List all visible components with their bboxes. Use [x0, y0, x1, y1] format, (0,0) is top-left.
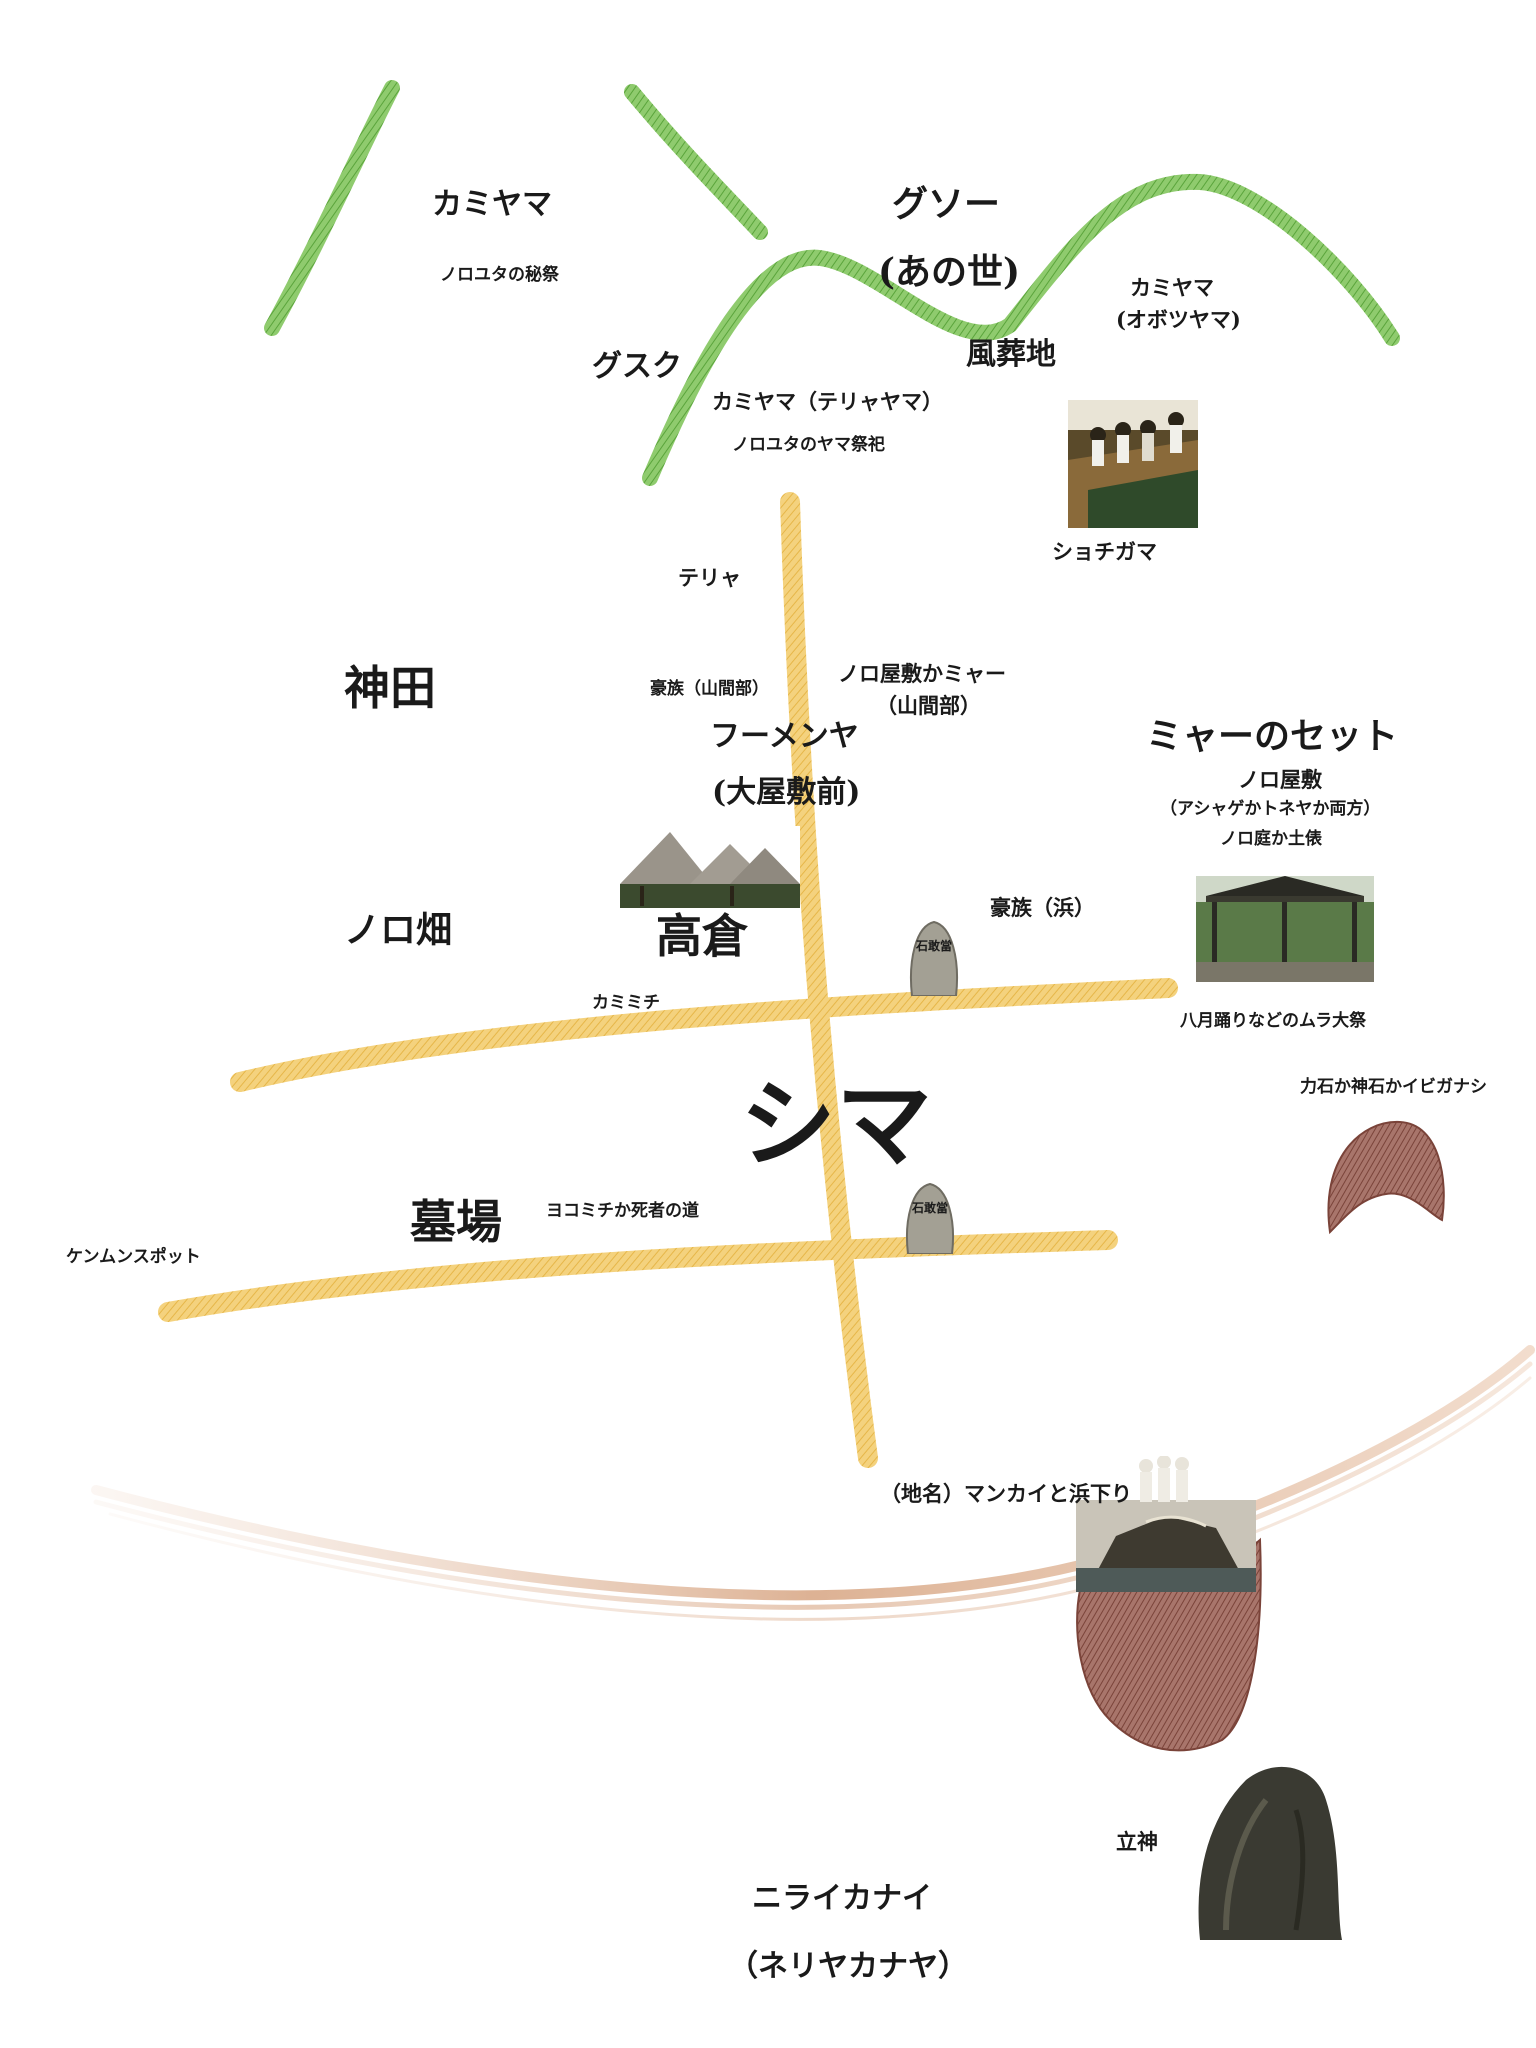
ishigandang-stone: 石敢當	[904, 1182, 956, 1254]
label-takakura: 高倉	[656, 909, 748, 963]
label-oyashiki-mae: (大屋敷前)	[712, 775, 861, 810]
label-sankanbu: （山間部）	[876, 693, 981, 718]
shoreline	[91, 1345, 1535, 1621]
label-kenmun: ケンムンスポット	[66, 1247, 201, 1267]
power-stone-mound	[1327, 1120, 1445, 1235]
label-noroyuta-hisai: ノロユタの秘祭	[440, 265, 559, 285]
label-hachigatsu: 八月踊りなどのムラ大祭	[1180, 1011, 1367, 1031]
label-teriya: テリャ	[678, 565, 741, 590]
label-fumenya: フーメンヤ	[710, 719, 859, 754]
label-noro-yashiki-miya: ノロ屋敷かミャー	[838, 661, 1006, 686]
label-miya-set: ミャーのセット	[1146, 715, 1399, 757]
label-shochigama: ショチガマ	[1052, 539, 1157, 564]
stone-label-2: 石敢當	[911, 1200, 948, 1215]
ritual-gathering-photo	[1068, 400, 1198, 528]
label-shinden: 神田	[344, 661, 436, 715]
label-nirai: ニライカナイ	[752, 1881, 932, 1916]
label-kamiyama-right: カミヤマ	[1130, 275, 1214, 300]
ishigandang-stone: 石敢當	[908, 920, 960, 996]
label-shima: シマ	[740, 1068, 932, 1181]
label-fusochi: 風葬地	[966, 337, 1056, 372]
label-gusuku: グスク	[592, 349, 682, 384]
label-gozoku-sankan: 豪族（山間部）	[650, 679, 769, 699]
label-kamiyama-left: カミヤマ	[432, 187, 552, 222]
label-ashage-toneya: （アシャゲかトネヤか両方）	[1160, 799, 1381, 819]
label-kamimichi: カミミチ	[592, 993, 660, 1013]
label-tachigami: 立神	[1116, 1829, 1158, 1854]
village-road	[158, 492, 1178, 1468]
label-chikaraishi: 力石か神石かイビガナシ	[1300, 1077, 1487, 1097]
label-hakaba: 墓場	[410, 1195, 502, 1249]
rock-shrine-photo	[1076, 1456, 1256, 1592]
label-neriya: （ネリヤカナヤ）	[728, 1949, 968, 1984]
stone-label-1: 石敢當	[915, 938, 952, 953]
label-guso: グソー	[892, 183, 1001, 225]
label-ano-yo: (あの世)	[878, 251, 1021, 293]
label-obotsuyama: (オボツヤマ)	[1116, 307, 1241, 332]
label-yokomichi: ヨコミチか死者の道	[546, 1201, 699, 1221]
miya-pavilion-photo	[1196, 876, 1374, 982]
thatched-storehouse-photo	[620, 826, 800, 908]
label-kamiyama-teriya: カミヤマ（テリャヤマ）	[712, 389, 943, 414]
mountain-ridge	[264, 80, 1400, 486]
label-noroyuta-yama: ノロユタのヤマ祭祀	[732, 435, 885, 455]
label-mankai: （地名）マンカイと浜下り	[880, 1481, 1132, 1506]
label-noro-yashiki: ノロ屋敷	[1238, 767, 1322, 792]
label-noro-niwa: ノロ庭か土俵	[1220, 829, 1322, 849]
label-gozoku-hama: 豪族（浜）	[990, 895, 1095, 920]
tachigami-rock	[1186, 1760, 1346, 1940]
label-noro-hatake: ノロ畑	[344, 909, 453, 951]
